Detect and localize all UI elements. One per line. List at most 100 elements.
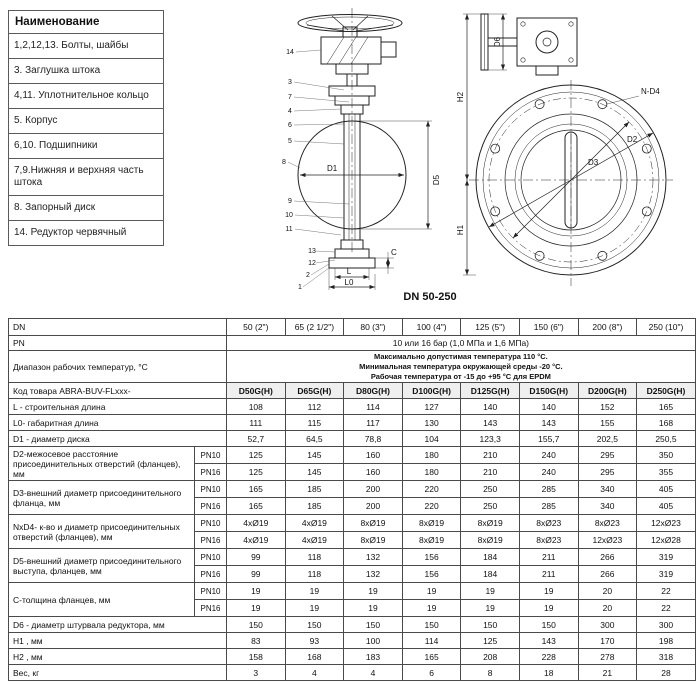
spec-value: 211 <box>518 565 579 584</box>
spec-value: 150 <box>343 616 403 634</box>
spec-value: 319 <box>636 548 696 567</box>
spec-value: 210 <box>460 463 520 482</box>
spec-value: 160 <box>343 446 403 465</box>
spec-value: 99 <box>226 548 286 567</box>
dim-label-c: C <box>391 248 397 257</box>
spec-value: 112 <box>284 398 345 416</box>
part-callout: 12 <box>308 260 316 267</box>
pn-sub-label: PN10 <box>194 480 227 499</box>
spec-value: 4xØ19 <box>226 514 286 533</box>
spec-value: 12xØ23 <box>636 514 696 533</box>
spec-value: 143 <box>460 414 520 432</box>
part-callout: 7 <box>288 94 292 101</box>
parts-item-label: 8. Запорный диск <box>8 195 164 221</box>
spec-value: 123,3 <box>460 430 520 448</box>
spec-value: 3 <box>226 664 286 682</box>
spec-value: 155 <box>577 414 638 432</box>
spec-value: 8xØ19 <box>460 514 520 533</box>
part-callout: 4 <box>288 108 292 115</box>
spec-value: 285 <box>518 497 579 516</box>
part-callout: 11 <box>285 226 292 233</box>
dim-label-d1: D1 <box>327 164 338 173</box>
spec-value: 150 <box>401 616 462 634</box>
part-callout: 9 <box>288 198 292 205</box>
spec-value: 350 <box>636 446 696 465</box>
spec-value: 295 <box>577 463 638 482</box>
spec-value: 183 <box>343 648 403 666</box>
spec-value: 108 <box>226 398 286 416</box>
spec-value: 20 <box>577 582 638 601</box>
spec-value: 19 <box>226 599 286 618</box>
dn-value: 250 (10") <box>636 318 696 336</box>
spec-value: 156 <box>401 548 462 567</box>
spec-value: 19 <box>518 582 579 601</box>
spec-value: 185 <box>284 480 345 499</box>
pn-sub-label: PN10 <box>194 514 227 533</box>
spec-value: D250G(H) <box>636 382 696 400</box>
pn-sub-label: PN16 <box>194 599 227 618</box>
spec-value: 19 <box>401 582 462 601</box>
spec-value: 198 <box>636 632 696 650</box>
spec-value: 165 <box>226 480 286 499</box>
spec-value: 78,8 <box>343 430 403 448</box>
parts-item-label: 4,11. Уплотнительное кольцо <box>8 83 164 109</box>
spec-row-label: NxD4- к-во и диаметр присоединительных о… <box>8 514 195 550</box>
spec-value: 150 <box>518 616 579 634</box>
spec-value: 200 <box>343 497 403 516</box>
spec-value: D50G(H) <box>226 382 286 400</box>
spec-value: 64,5 <box>284 430 345 448</box>
spec-value: 19 <box>460 599 520 618</box>
parts-row: 3. Заглушка штока <box>8 58 164 84</box>
spec-value: 165 <box>636 398 696 416</box>
dn-value: 65 (2 1/2") <box>284 318 345 336</box>
pn-sub-label: PN16 <box>194 463 227 482</box>
spec-value: 104 <box>401 430 462 448</box>
parts-item-label: 7,9.Нижняя и верхняя часть штока <box>8 158 164 196</box>
temp-line: Рабочая температура от -15 до +95 °C для… <box>370 371 551 381</box>
spec-value: 8 <box>460 664 520 682</box>
spec-value: 250 <box>460 480 520 499</box>
spec-value: 208 <box>460 648 520 666</box>
parts-header-row: Наименование <box>8 10 164 34</box>
spec-value: 155,7 <box>518 430 579 448</box>
spec-value: 125 <box>226 446 286 465</box>
parts-row: 7,9.Нижняя и верхняя часть штока <box>8 158 164 196</box>
spec-value: 12xØ23 <box>577 531 638 550</box>
spec-value: 150 <box>460 616 520 634</box>
parts-row: 8. Запорный диск <box>8 195 164 221</box>
spec-value: 340 <box>577 497 638 516</box>
parts-row: 4,11. Уплотнительное кольцо <box>8 83 164 109</box>
spec-row-label: H1 , мм <box>8 632 227 650</box>
spec-value: 125 <box>460 632 520 650</box>
spec-row-label: H2 , мм <box>8 648 227 666</box>
spec-value: 285 <box>518 480 579 499</box>
spec-row-label: C-толщина фланцев, мм <box>8 582 195 618</box>
spec-value: 21 <box>577 664 638 682</box>
spec-value: 211 <box>518 548 579 567</box>
temp-line: Минимальная температура окружающей среды… <box>359 361 563 371</box>
dim-label-l: L <box>347 267 352 276</box>
parts-row: 5. Корпус <box>8 108 164 134</box>
spec-value: D150G(H) <box>518 382 579 400</box>
spec-value: 125 <box>226 463 286 482</box>
parts-item-label: 5. Корпус <box>8 108 164 134</box>
spec-value: 150 <box>284 616 345 634</box>
spec-row-label: D3-внешний диаметр присоединительного фл… <box>8 480 195 516</box>
spec-value: 184 <box>460 548 520 567</box>
part-callout: 14 <box>286 49 294 56</box>
spec-value: 22 <box>636 582 696 601</box>
drawing-caption: DN 50-250 <box>403 291 457 303</box>
spec-value: 143 <box>518 632 579 650</box>
spec-value: 210 <box>460 446 520 465</box>
spec-row: D2-межосевое расстояние присоединительны… <box>8 446 696 482</box>
spec-value: 202,5 <box>577 430 638 448</box>
spec-value: 20 <box>577 599 638 618</box>
spec-value: 8xØ23 <box>577 514 638 533</box>
spec-value: 8xØ19 <box>343 531 403 550</box>
spec-value: 19 <box>343 582 403 601</box>
dn-value: 150 (6") <box>518 318 579 336</box>
